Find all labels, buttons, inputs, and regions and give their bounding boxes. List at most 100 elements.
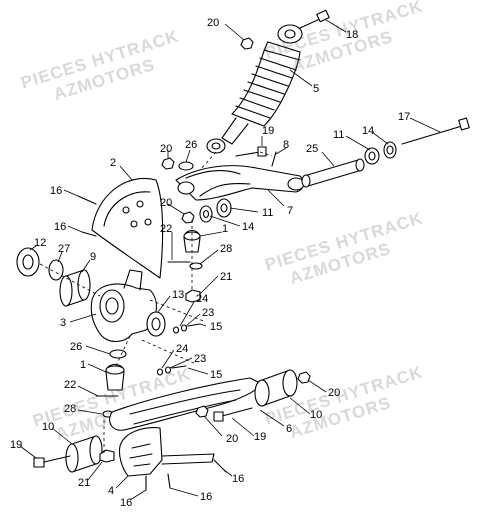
leader-14-top	[371, 131, 389, 145]
skid-plate	[118, 427, 215, 477]
callout-17: 17	[398, 111, 410, 123]
leader-5	[289, 69, 313, 87]
shaft-25	[301, 158, 365, 188]
circlip-27	[48, 259, 64, 281]
seal-12	[16, 247, 40, 277]
callout-4: 4	[108, 485, 114, 497]
bolt-16-a	[77, 195, 97, 205]
callout-20-top: 20	[207, 17, 219, 29]
callout-22-bot: 22	[64, 379, 76, 391]
callout-1-top: 1	[222, 223, 228, 235]
callout-19-low: 19	[254, 431, 266, 443]
bushing-10-left	[65, 435, 103, 473]
leader-24-bot	[161, 349, 175, 369]
callout-14-mid: 14	[242, 221, 254, 233]
callout-16-a: 16	[50, 185, 62, 197]
callout-2: 2	[110, 157, 116, 169]
leader-8	[275, 147, 287, 155]
callout-14-top: 14	[362, 125, 374, 137]
callout-9: 9	[90, 251, 96, 263]
leader-20-low	[203, 415, 223, 437]
callout-27: 27	[58, 243, 70, 255]
leader-16-d	[129, 489, 147, 501]
upper-a-arm	[175, 165, 305, 201]
leader-21-top	[199, 275, 219, 295]
callout-26-bot: 26	[70, 341, 82, 353]
leader-12	[29, 245, 37, 251]
callout-16-d: 16	[120, 497, 132, 509]
callout-15-top: 15	[210, 321, 222, 333]
callout-20-bot: 20	[328, 387, 340, 399]
fasteners-bot-group	[156, 365, 187, 376]
callout-16-c: 16	[232, 473, 244, 485]
bolt-19-top	[235, 146, 267, 157]
leader-15-bot	[187, 367, 209, 375]
callout-16-b: 16	[54, 221, 66, 233]
callout-8: 8	[283, 139, 289, 151]
callout-26-top: 26	[185, 139, 197, 151]
callout-20-nut: 20	[160, 197, 172, 209]
nut-21-top	[185, 289, 201, 303]
long-bolt-17	[401, 117, 470, 145]
bolt-18	[299, 9, 330, 29]
bushing-10-right	[254, 369, 298, 407]
leader-10-left	[51, 427, 73, 445]
callout-25: 25	[306, 143, 318, 155]
leader-20-bot	[307, 379, 327, 393]
bolt-19-low	[213, 407, 253, 422]
leader-24-top	[179, 301, 195, 327]
leader-26-bot	[85, 345, 111, 355]
bearing-9	[59, 269, 91, 307]
callout-3: 3	[60, 317, 66, 329]
callout-16-e: 16	[200, 491, 212, 503]
nut-20-low	[195, 405, 209, 418]
leader-25	[321, 151, 335, 167]
assembly-line-hub	[39, 263, 101, 297]
bushing-11-mid	[216, 198, 232, 218]
circlip-26-bot	[109, 349, 127, 359]
shock-absorber	[206, 24, 303, 154]
callout-13: 13	[172, 289, 184, 301]
callout-11-top: 11	[333, 129, 344, 141]
callout-21-bot: 21	[78, 477, 90, 489]
leader-20-nut	[167, 203, 185, 215]
leader-11-mid	[229, 207, 259, 213]
leader-3	[69, 313, 97, 323]
leader-27	[57, 251, 63, 263]
steering-knuckle	[90, 269, 157, 343]
leader-14-mid	[209, 215, 241, 227]
leader-21-bot	[87, 461, 103, 481]
callout-15-bot: 15	[210, 369, 222, 381]
nut-21-bot	[99, 449, 115, 463]
nut-20-top	[240, 37, 254, 50]
leader-18	[325, 19, 347, 33]
leader-20-top	[224, 23, 245, 41]
callout-5: 5	[313, 83, 319, 95]
circlip-26-top	[178, 161, 194, 171]
assembly-line-shock-arm	[199, 151, 217, 171]
brake-disc-guard	[91, 178, 164, 279]
callout-23-bot: 23	[194, 353, 206, 365]
callout-28-top: 28	[220, 243, 232, 255]
callout-6: 6	[286, 423, 292, 435]
callout-11-mid: 11	[262, 207, 273, 219]
leader-1-top	[199, 231, 223, 237]
washer-14-top	[383, 141, 397, 159]
callout-24-bot: 24	[176, 343, 188, 355]
callout-20-low: 20	[226, 433, 238, 445]
leader-16-e	[169, 487, 199, 497]
fasteners-top-group	[172, 323, 201, 334]
bushing-11-top	[364, 147, 380, 165]
leader-7	[267, 189, 285, 207]
lower-a-arm	[109, 377, 263, 431]
callout-7: 7	[287, 205, 293, 217]
leader-28-top	[199, 249, 219, 265]
leader-10-right	[289, 397, 311, 415]
callout-20-mid: 20	[160, 143, 172, 155]
leader-11-top	[345, 135, 371, 151]
nut-20-mid	[161, 157, 175, 170]
leader-15-top	[199, 323, 207, 327]
leader-16-c	[223, 469, 233, 477]
bolt-16-b	[81, 231, 97, 237]
